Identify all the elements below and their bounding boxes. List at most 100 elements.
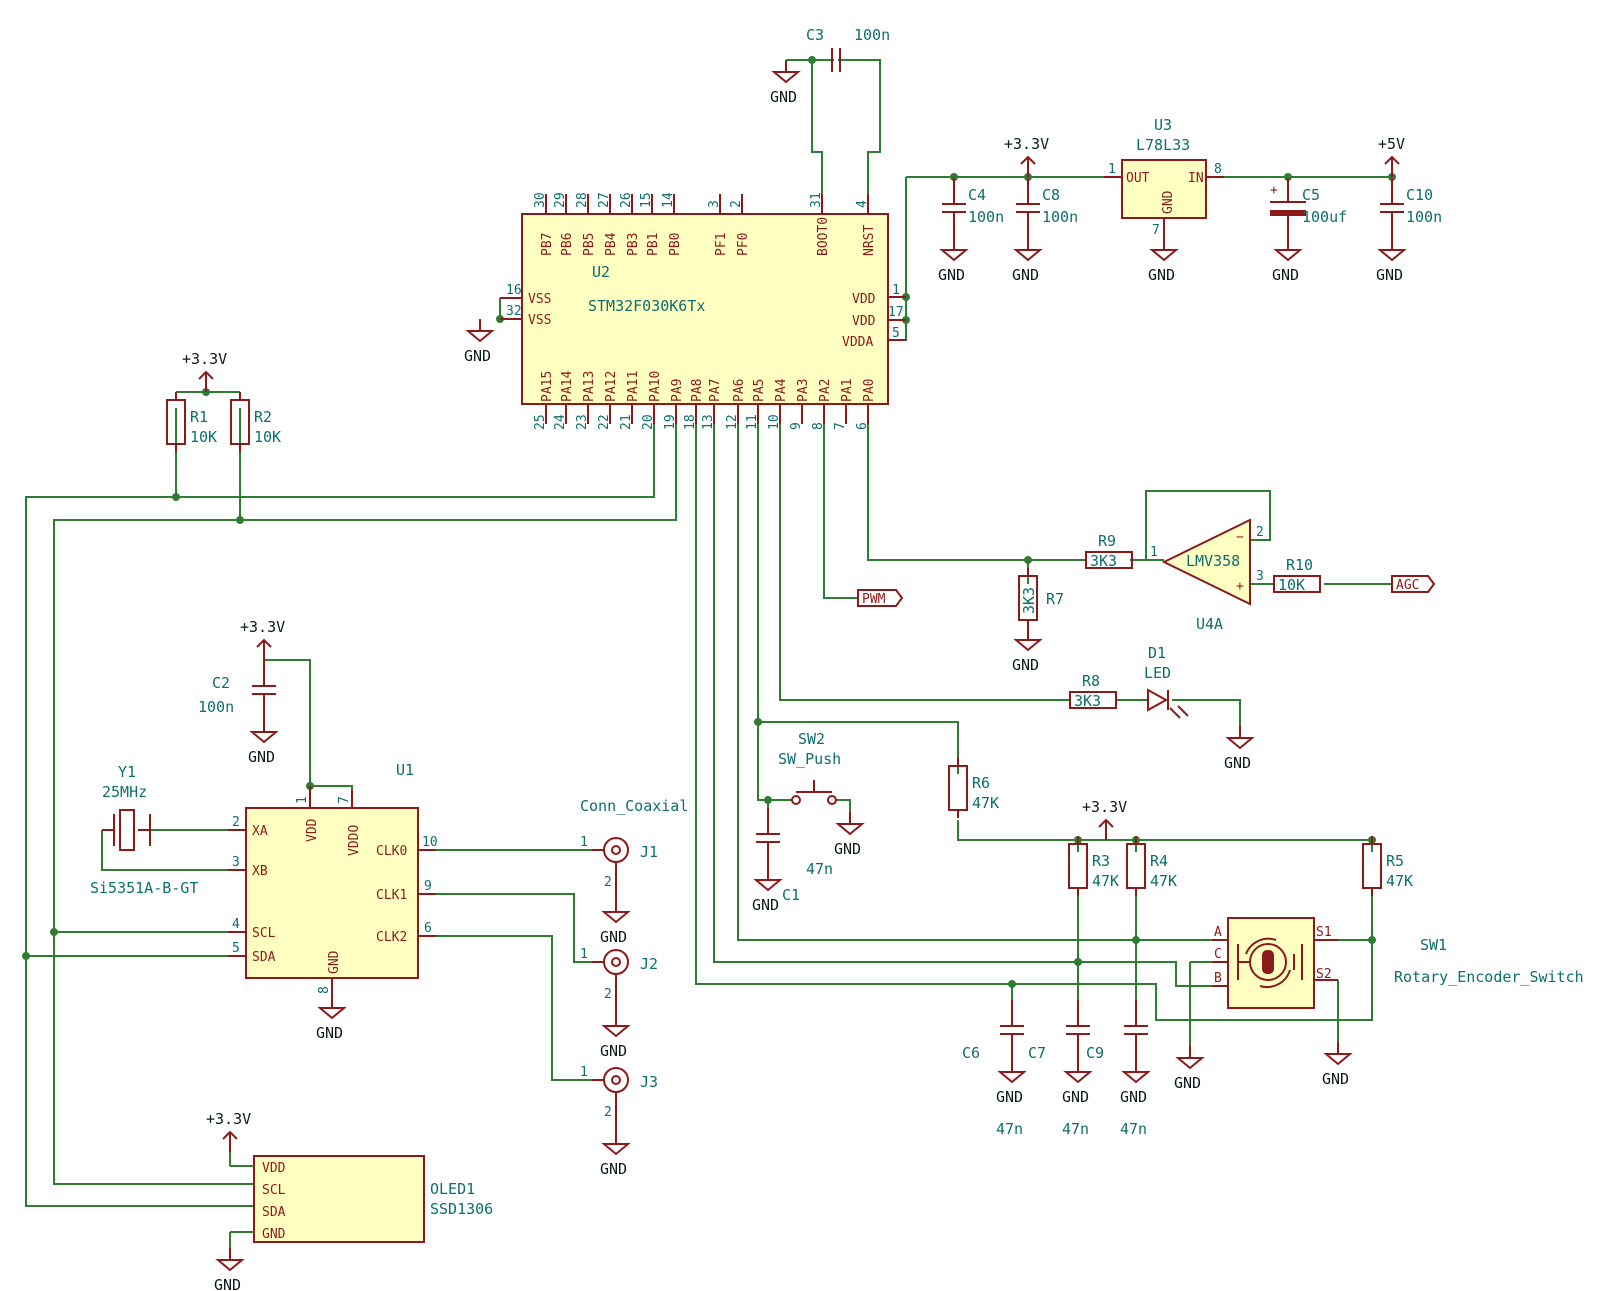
- sw1-pin-s1: S1: [1316, 925, 1332, 940]
- gnd-c4-label: GND: [938, 266, 965, 284]
- u2-bottom-pin-num: 9: [789, 422, 804, 430]
- c2-value: 100n: [198, 698, 234, 716]
- sw2-value: SW_Push: [778, 750, 841, 768]
- u2-top-pin-num: 3: [707, 200, 722, 208]
- u1-pin-vdd: VDD: [305, 818, 320, 842]
- sw1-pin-b: B: [1214, 971, 1222, 986]
- u1-pin-clk0: CLK0: [376, 844, 407, 859]
- u2-bottom-pin-num: 12: [725, 414, 740, 430]
- oled-pin-scl: SCL: [262, 1183, 286, 1198]
- vcc33-c2: +3.3V: [240, 618, 285, 660]
- oled-pin-sda: SDA: [262, 1205, 286, 1220]
- u1-num-vddo: 7: [337, 796, 352, 804]
- u3-ref: U3: [1154, 116, 1172, 134]
- u2-bottom-pin-num: 8: [811, 422, 826, 430]
- u2-top-pin-num: 30: [533, 192, 548, 208]
- j3-jack: J3 1 2: [580, 1065, 658, 1132]
- net-label-pwm: PWM: [862, 592, 886, 607]
- j2-pin-2: 2: [604, 987, 612, 1002]
- u2-top-pin-name: PB3: [626, 233, 641, 256]
- u2-bottom-pin-num: 6: [855, 422, 870, 430]
- u2-bottom-pin-name: PA3: [796, 379, 811, 402]
- j1-pin-2: 2: [604, 875, 612, 890]
- u1-num-sda: 5: [232, 941, 240, 956]
- u2-ref: U2: [592, 263, 610, 281]
- c7-ref: C7: [1028, 1044, 1046, 1062]
- gnd-u1: GND: [316, 996, 347, 1042]
- oled-value: SSD1306: [430, 1200, 493, 1218]
- u2-bottom-pin-name: PA8: [690, 379, 705, 402]
- u2-bottom-pins: PA1525PA1424PA1323PA1222PA1121PA1020PA91…: [533, 371, 877, 430]
- gnd-sw1-s2: GND: [1322, 1042, 1353, 1088]
- gnd-c5-label: GND: [1272, 266, 1299, 284]
- u2-top-pin-num: 28: [575, 192, 590, 208]
- c6-value: 47n: [996, 1120, 1023, 1138]
- sw2-ref: SW2: [798, 730, 825, 748]
- u1-pin-vddo: VDDO: [347, 825, 362, 856]
- u1-num-clk2: 6: [424, 921, 432, 936]
- u4a-pin-2: 2: [1256, 525, 1264, 540]
- sw2-pushbutton: SW2 SW_Push: [778, 730, 841, 805]
- vcc33-oled: +3.3V: [206, 1110, 251, 1152]
- r8-value: 3K3: [1074, 692, 1101, 710]
- u2-bottom-pin-num: 18: [683, 414, 698, 430]
- u1-pin-gnd: GND: [327, 950, 342, 974]
- u2-top-pin-name: PB4: [604, 232, 619, 256]
- u3-pin-out: OUT: [1126, 171, 1150, 186]
- u2-top-pin-num: 2: [729, 200, 744, 208]
- u2-bottom-pin-num: 22: [597, 414, 612, 430]
- u2-bottom-pin-num: 19: [663, 414, 678, 430]
- r6-value: 47K: [972, 794, 999, 812]
- gnd-j2-label: GND: [600, 1042, 627, 1060]
- r7-ref: R7: [1046, 590, 1064, 608]
- u2-pin-1-num: 1: [892, 283, 900, 298]
- j3-pin-2: 2: [604, 1105, 612, 1120]
- u2-bottom-pin-name: PA15: [540, 371, 555, 402]
- gnd-c2: GND: [248, 720, 279, 766]
- u3-pin-gnd: GND: [1161, 190, 1176, 214]
- u3-pin-8: 8: [1214, 162, 1222, 177]
- gnd-c8: GND: [1012, 238, 1043, 284]
- u4a-value: LMV358: [1186, 552, 1240, 570]
- u2-top-pin-name: BOOT0: [816, 217, 831, 256]
- c4-value: 100n: [968, 208, 1004, 226]
- u2-top-pin-num: 4: [855, 200, 870, 208]
- oled-pin-gnd: GND: [262, 1227, 286, 1242]
- c10-ref: C10: [1406, 186, 1433, 204]
- u2-bottom-pin-num: 20: [641, 414, 656, 430]
- u2-value: STM32F030K6Tx: [588, 297, 705, 315]
- u2-bottom-pin-name: PA14: [560, 371, 575, 402]
- j1-jack: J1 1 2: [580, 835, 658, 900]
- oled-pin-vdd: VDD: [262, 1161, 286, 1176]
- gnd-c4: GND: [938, 238, 969, 284]
- d1-ref: D1: [1148, 644, 1166, 662]
- gnd-sw1-c: GND: [1174, 1046, 1205, 1092]
- coax-label: Conn_Coaxial: [580, 797, 688, 815]
- oled-ref: OLED1: [430, 1180, 475, 1198]
- u2-bottom-pin-num: 10: [767, 414, 782, 430]
- r1-ref: R1: [190, 408, 208, 426]
- gnd-c10-label: GND: [1376, 266, 1403, 284]
- r1-value: 10K: [190, 428, 217, 446]
- j2-ref: J2: [640, 955, 658, 973]
- c1-value: 47n: [806, 860, 833, 878]
- u2-bottom-pin-name: PA6: [732, 379, 747, 402]
- u2-pin-32-num: 32: [506, 304, 522, 319]
- u2-bottom-pin-num: 13: [701, 414, 716, 430]
- gnd-oled: GND: [214, 1248, 245, 1291]
- gnd-sw2: GND: [834, 812, 865, 858]
- gnd-oled-label: GND: [214, 1276, 241, 1291]
- u1-ref: U1: [396, 761, 414, 779]
- u2-mcu: U2 STM32F030K6Tx PB730PB629PB528PB427PB3…: [500, 192, 906, 430]
